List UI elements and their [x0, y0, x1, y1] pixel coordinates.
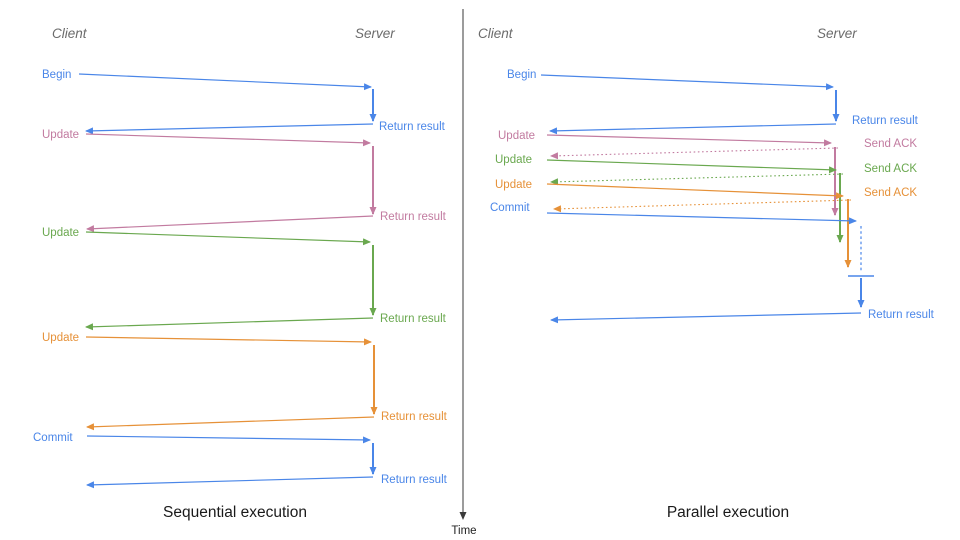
begin-label: Begin — [507, 69, 536, 81]
right-server-title: Server — [817, 26, 857, 41]
commit-label: Commit — [490, 202, 530, 214]
begin-response-label: Return result — [852, 115, 919, 127]
commit-response-arrow — [86, 476, 374, 489]
left-row-update-2: Update Return result — [42, 227, 447, 331]
update1-ack-arrow — [550, 147, 839, 160]
update2-request-arrow — [85, 231, 371, 246]
update1-request-arrow — [546, 134, 832, 147]
update3-request-arrow — [546, 183, 844, 200]
left-row-update-1: Update Return result — [42, 129, 447, 233]
commit-request-arrow — [546, 212, 857, 225]
left-diagram: Client Server Begin Return result Update… — [33, 26, 448, 521]
begin-request-arrow — [78, 73, 372, 91]
update1-response-label: Return result — [380, 211, 447, 223]
commit-request-arrow — [86, 435, 371, 444]
begin-response-label: Return result — [379, 121, 446, 133]
time-axis: Time — [451, 9, 477, 537]
right-row-commit: Commit Return result — [490, 202, 935, 324]
commit-response-arrow — [550, 312, 862, 324]
commit-label: Commit — [33, 432, 73, 444]
right-row-update-3: Update Send ACK — [495, 179, 917, 268]
left-caption: Sequential execution — [163, 504, 307, 521]
begin-response-arrow — [85, 123, 374, 135]
left-row-update-3: Update Return result — [42, 332, 448, 431]
update2-ack-arrow — [550, 173, 844, 186]
update1-ack-label: Send ACK — [864, 138, 917, 150]
update2-request-arrow — [546, 159, 837, 174]
begin-request-arrow — [540, 74, 834, 91]
left-server-title: Server — [355, 26, 395, 41]
right-row-begin: Begin Return result — [507, 69, 919, 135]
update2-response-label: Return result — [380, 313, 447, 325]
update3-response-label: Return result — [381, 411, 448, 423]
update2-response-arrow — [85, 317, 374, 331]
update1-label: Update — [498, 130, 535, 142]
update3-label: Update — [495, 179, 532, 191]
left-row-begin: Begin Return result — [42, 69, 446, 135]
update2-label: Update — [495, 154, 532, 166]
begin-response-arrow — [549, 123, 837, 135]
update3-response-arrow — [86, 416, 375, 431]
update3-request-arrow — [85, 336, 372, 346]
right-row-update-1: Update Send ACK — [498, 130, 917, 216]
commit-response-label: Return result — [868, 309, 935, 321]
update3-label: Update — [42, 332, 79, 344]
update1-label: Update — [42, 129, 79, 141]
time-axis-label: Time — [451, 525, 476, 537]
update1-request-arrow — [85, 133, 371, 147]
update2-ack-label: Send ACK — [864, 163, 917, 175]
commit-response-label: Return result — [381, 474, 448, 486]
update3-ack-arrow — [553, 199, 852, 213]
update3-ack-label: Send ACK — [864, 187, 917, 199]
left-client-title: Client — [52, 26, 88, 41]
right-row-update-2: Update Send ACK — [495, 154, 917, 243]
right-caption: Parallel execution — [667, 504, 789, 521]
update1-response-arrow — [86, 215, 374, 233]
update2-label: Update — [42, 227, 79, 239]
left-row-commit: Commit Return result — [33, 432, 448, 489]
right-diagram: Client Server Begin Return result Update… — [478, 26, 935, 521]
right-client-title: Client — [478, 26, 514, 41]
begin-label: Begin — [42, 69, 71, 81]
